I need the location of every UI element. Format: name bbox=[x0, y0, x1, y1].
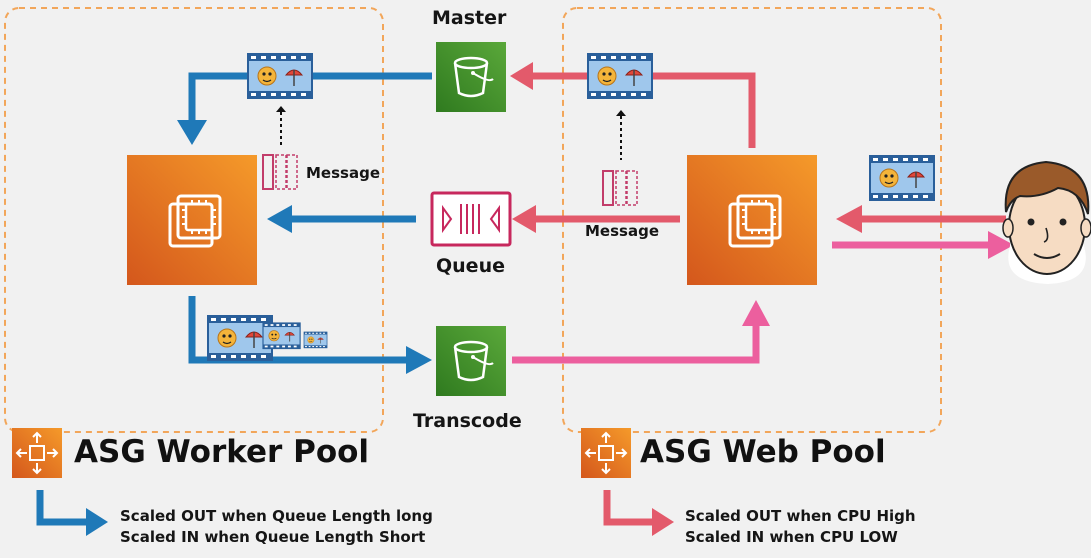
master-to-worker-arrow bbox=[188, 72, 432, 125]
web-pool-title: ASG Web Pool bbox=[640, 434, 886, 470]
video-film-icon bbox=[869, 155, 935, 201]
worker-pool-scaling-note: Scaled OUT when Queue Length long Scaled… bbox=[120, 506, 433, 548]
sqs-queue-icon bbox=[430, 191, 512, 247]
ec2-instance-icon bbox=[127, 155, 257, 285]
scale-legend-arrow-blue bbox=[36, 490, 108, 536]
scale-in-rule: Scaled IN when Queue Length Short bbox=[120, 528, 426, 546]
video-film-icon bbox=[587, 53, 653, 99]
queue-label: Queue bbox=[436, 255, 505, 277]
video-film-icon bbox=[262, 322, 301, 350]
message-icon bbox=[602, 170, 638, 206]
worker-to-transcode-arrow bbox=[188, 296, 410, 364]
auto-scaling-group-icon bbox=[11, 427, 63, 479]
worker-pool-title: ASG Worker Pool bbox=[74, 434, 370, 470]
transcode-label: Transcode bbox=[413, 410, 522, 432]
message-label: Message bbox=[306, 164, 380, 182]
video-film-icon bbox=[247, 53, 313, 99]
video-film-icon bbox=[303, 331, 328, 349]
connector-arrows bbox=[177, 62, 1014, 374]
message-label: Message bbox=[585, 222, 659, 240]
message-icon bbox=[262, 154, 298, 190]
auto-scaling-group-icon bbox=[580, 427, 632, 479]
ec2-instance-icon bbox=[687, 155, 817, 285]
scale-in-rule: Scaled IN when CPU LOW bbox=[685, 528, 898, 546]
transcode-to-web-arrow bbox=[512, 322, 760, 364]
scale-out-rule: Scaled OUT when CPU High bbox=[685, 507, 916, 525]
scale-out-rule: Scaled OUT when Queue Length long bbox=[120, 507, 433, 525]
s3-bucket-icon bbox=[436, 326, 506, 396]
master-label: Master bbox=[432, 7, 507, 29]
user-face-icon bbox=[1002, 160, 1091, 284]
s3-bucket-icon bbox=[436, 42, 506, 112]
scale-legend-arrow-red bbox=[603, 490, 674, 536]
video-film-icon bbox=[207, 315, 273, 361]
web-pool-scaling-note: Scaled OUT when CPU High Scaled IN when … bbox=[685, 506, 916, 548]
